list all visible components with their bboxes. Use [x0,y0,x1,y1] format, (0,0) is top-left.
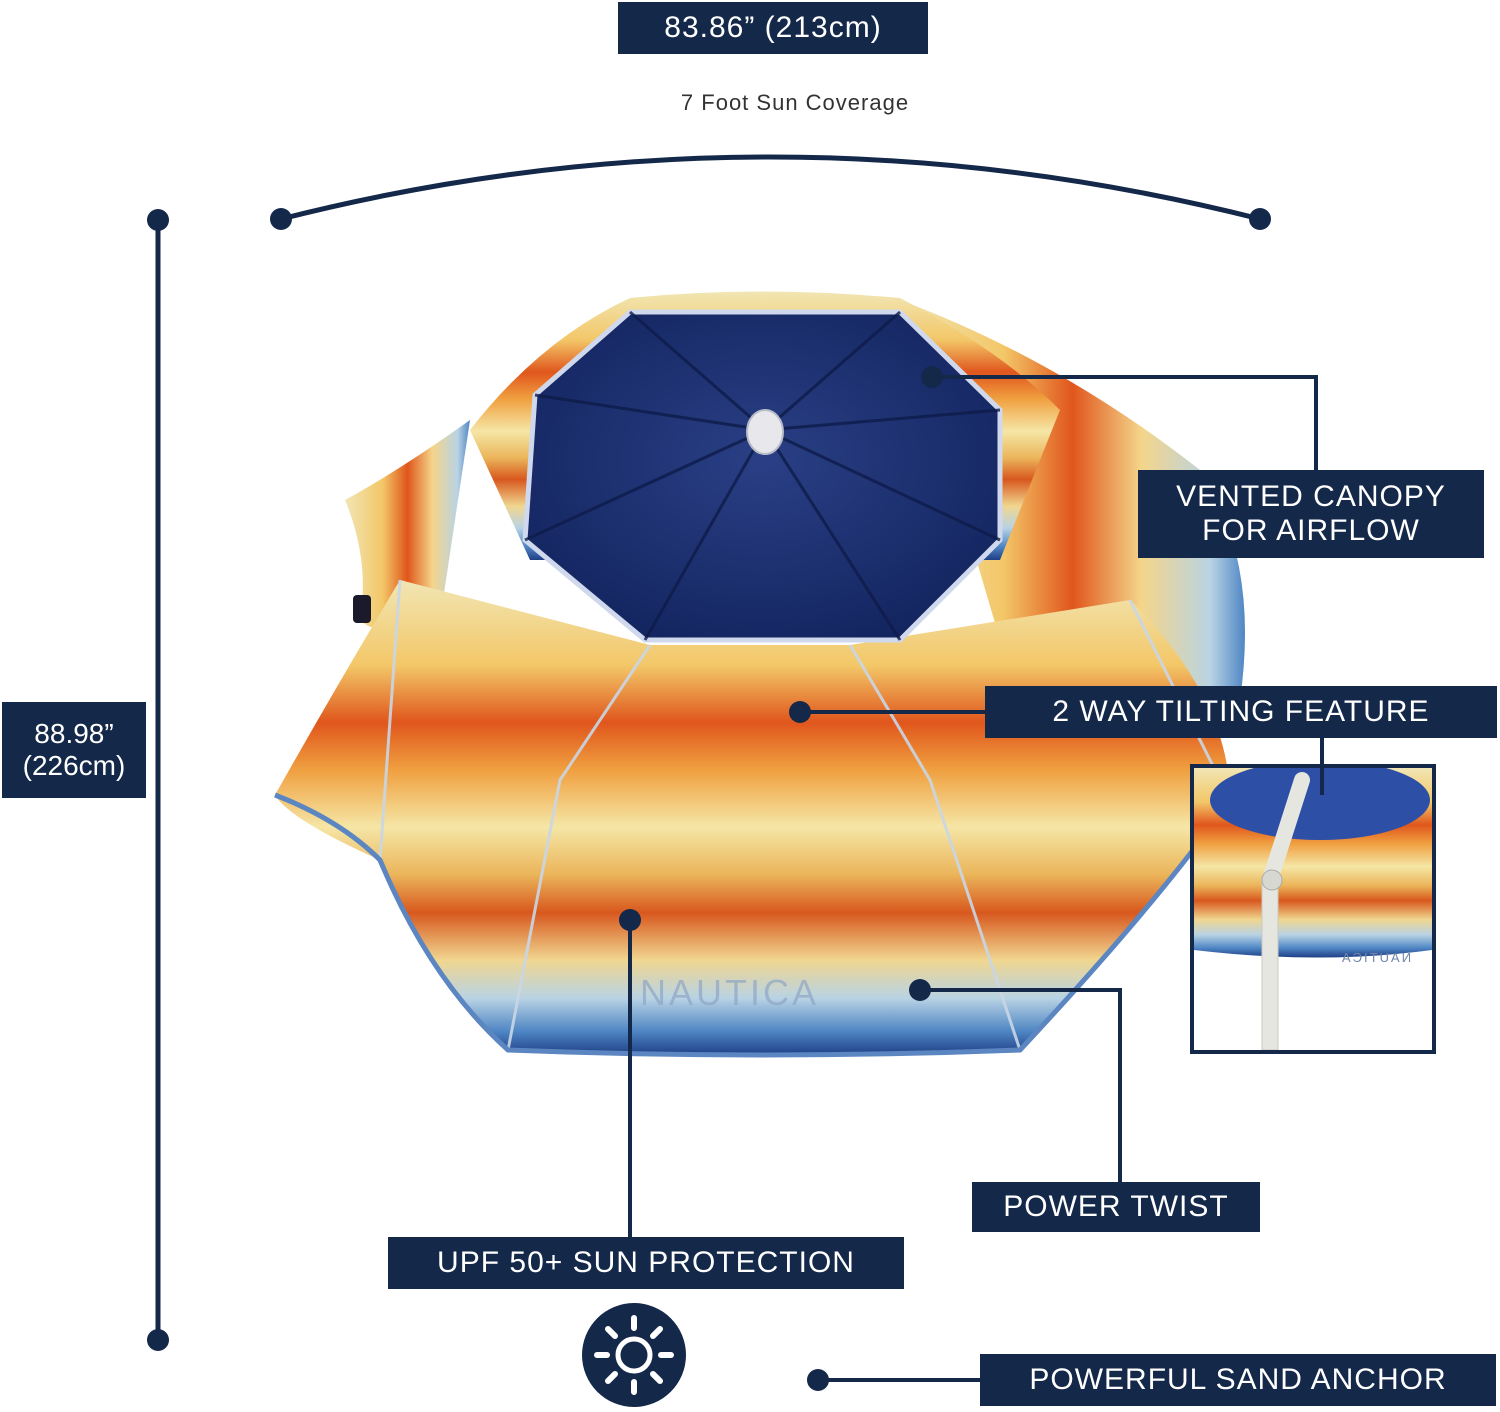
sand-anchor-text: POWERFUL SAND ANCHOR [1029,1363,1447,1396]
inset-brand-text: NAUTICA [1340,950,1411,965]
power-twist-callout: POWER TWIST [972,1182,1260,1232]
vented-top [522,309,1003,643]
height-bottom-dot [147,1329,169,1351]
tilting-feature-text: 2 WAY TILTING FEATURE [1052,695,1430,728]
coverage-left-dot [270,208,292,230]
tilt-inset-frame [1190,764,1436,1054]
inset-brand-label: NAUTICA [1340,950,1412,965]
vented-canopy-callout: VENTED CANOPY FOR AIRFLOW [1138,470,1484,558]
vented-dot [921,366,943,388]
height-dimension-line1: 88.98” [34,718,114,749]
power-twist-text: POWER TWIST [1003,1190,1229,1223]
upf-text: UPF 50+ SUN PROTECTION [437,1246,855,1279]
sand-anchor-callout: POWERFUL SAND ANCHOR [980,1354,1496,1406]
coverage-caption: 7 Foot Sun Coverage [560,90,1030,116]
tilting-dot [789,701,811,723]
width-dimension-text: 83.86” (213cm) [664,11,882,44]
tilt-inset-photo [1194,768,1432,1050]
coverage-right-dot [1249,208,1271,230]
vented-leader [932,375,1318,470]
coverage-caption-text: 7 Foot Sun Coverage [680,90,910,115]
vented-canopy-line1: VENTED CANOPY [1176,480,1446,513]
upf-callout: UPF 50+ SUN PROTECTION [388,1237,904,1289]
height-top-dot [147,209,169,231]
sun-icon [582,1303,686,1407]
tilting-feature-callout: 2 WAY TILTING FEATURE [985,686,1497,738]
sand-anchor-dot [807,1369,829,1391]
canopy-brand-text: NAUTICA [640,972,819,1014]
power-twist-dot [909,979,931,1001]
upf-dot [619,909,641,931]
coverage-arc [280,154,1261,222]
canopy [274,291,1245,1058]
height-dimension-label: 88.98” (226cm) [2,702,146,798]
width-dimension-label: 83.86” (213cm) [618,2,928,54]
power-twist-leader [920,988,1122,1185]
canopy-brand-label: NAUTICA [640,972,820,1013]
height-dimension-line2: (226cm) [22,750,126,781]
vented-canopy-line2: FOR AIRFLOW [1202,514,1420,547]
finial [746,409,784,455]
